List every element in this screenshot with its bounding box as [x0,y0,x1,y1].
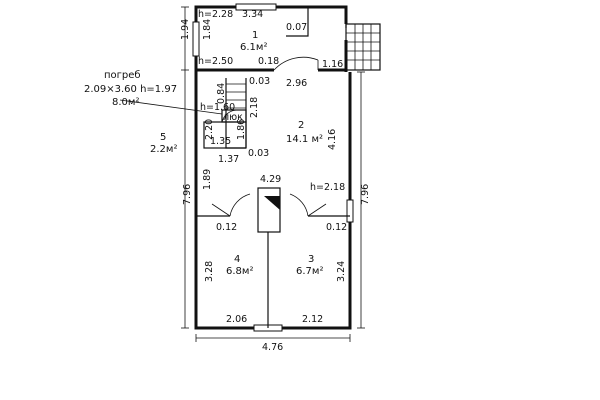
entrance-steps [345,18,381,71]
cellar-title: погреб [104,70,141,81]
dim-796-left: 7.96 [182,184,193,205]
dim-084: 0.84 [216,83,227,104]
room-3-number: 3 [308,254,314,265]
dim-003b: 0.03 [248,148,269,159]
dim-h228: h=2.28 [198,9,233,20]
room-4-area: 6.8м² [226,266,253,277]
dim-003a: 0.03 [249,76,270,87]
dim-194: 1.94 [180,19,191,40]
dim-296: 2.96 [286,78,307,89]
dim-328: 3.28 [204,261,215,282]
dim-186: 1.86 [236,119,247,140]
center-partition [196,187,350,328]
room1-partitions [273,8,319,71]
room-5-area: 2.2м² [150,144,177,155]
dim-012-right: 0.12 [326,222,347,233]
dim-012-left: 0.12 [216,222,237,233]
room-1-area: 6.1м² [240,42,267,53]
dim-137: 1.37 [218,154,239,165]
cellar-size: 2.09×3.60 h=1.97 [84,84,177,95]
dim-184: 1.84 [202,19,213,40]
room-4-number: 4 [234,254,240,265]
hatch-label: люк [223,112,243,123]
dim-h218: h=2.18 [310,182,345,193]
dim-018: 0.18 [258,56,279,67]
dim-212: 2.12 [302,314,323,325]
dim-796-right: 7.96 [360,184,371,205]
dim-429: 4.29 [260,174,281,185]
dim-218: 2.18 [249,97,260,118]
dim-h160: h=1.60 [200,102,235,113]
room-labels: 1 6.1м² 2 14.1 м² 3 6.7м² 4 6.8м² 5 2.2м… [150,30,323,277]
dim-220: 2.20 [204,119,215,140]
dim-334: 3.34 [242,9,263,20]
dimension-lines [119,6,365,342]
dim-h250: h=2.50 [198,56,233,67]
dimension-labels: h=2.28 3.34 0.07 1.94 1.84 h=2.50 0.18 1… [180,9,371,353]
dim-189: 1.89 [202,169,213,190]
cellar-note: погреб 2.09×3.60 h=1.97 8.0м² люк [84,70,243,123]
dim-206: 2.06 [226,314,247,325]
room-2-number: 2 [298,120,304,131]
cellar-stairs [203,78,247,149]
room-3-area: 6.7м² [296,266,323,277]
room-1-number: 1 [252,30,258,41]
room-5-number: 5 [160,132,166,143]
room-2-area: 14.1 м² [286,134,323,145]
dim-116: 1.16 [322,59,343,70]
dim-007: 0.07 [286,22,307,33]
dim-416: 4.16 [327,129,338,150]
cellar-area: 8.0м² [112,97,139,108]
dim-135: 1.35 [210,136,231,147]
dim-324: 3.24 [336,261,347,282]
windows [192,3,354,332]
dim-476: 4.76 [262,342,283,353]
